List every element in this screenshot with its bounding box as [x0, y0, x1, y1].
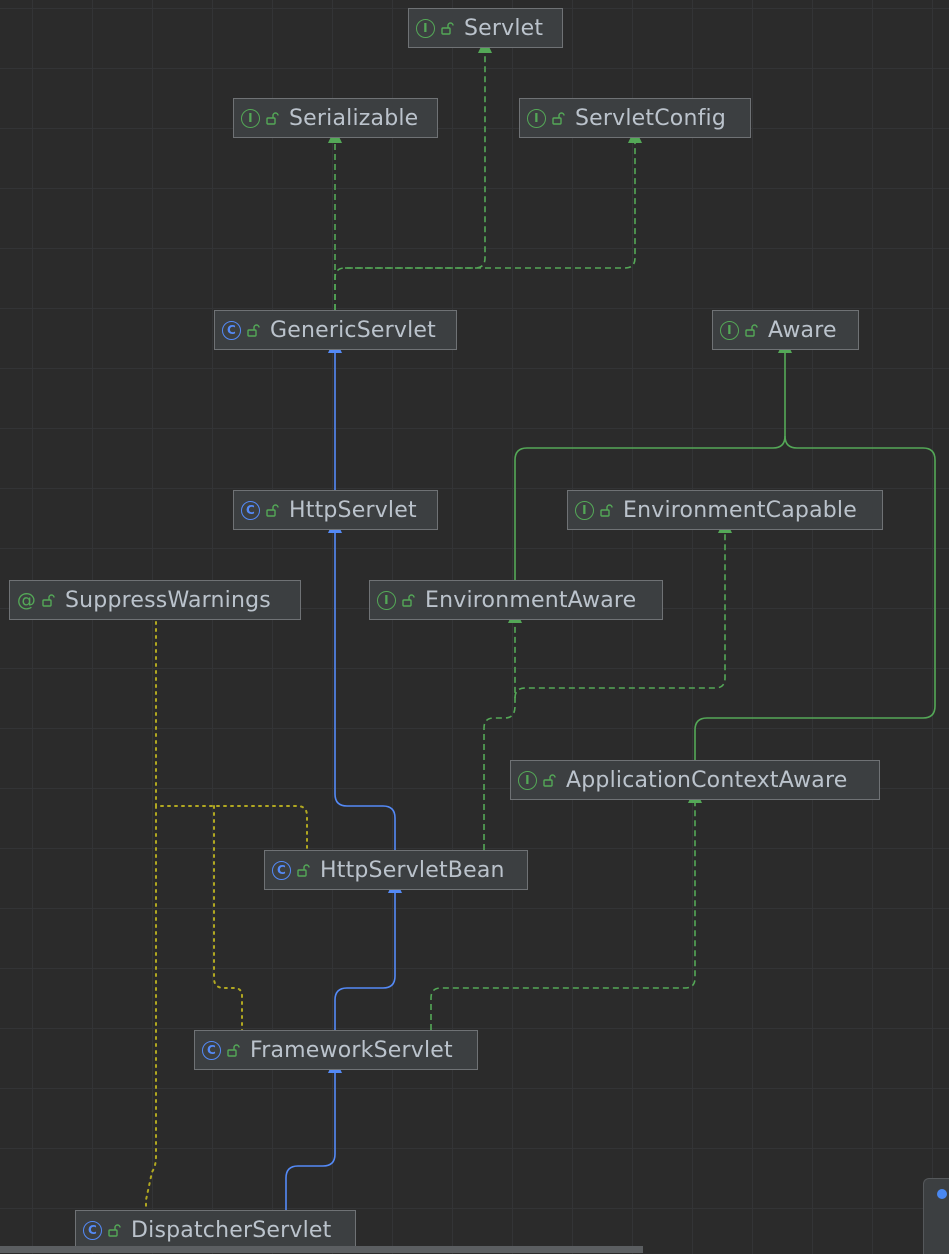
- public-lock-icon: [247, 323, 260, 337]
- interface-icon: I: [377, 590, 396, 610]
- interface-icon: I: [416, 18, 435, 38]
- node-label: Servlet: [464, 15, 544, 41]
- public-lock-icon: [600, 503, 613, 517]
- public-lock-icon: [552, 111, 565, 125]
- node-label: ServletConfig: [575, 105, 727, 131]
- node-framework-servlet[interactable]: C FrameworkServlet: [194, 1030, 478, 1070]
- class-icon: C: [202, 1040, 221, 1060]
- edge-framework-servlet-application-context-aware: [430, 788, 702, 1030]
- class-icon: C: [272, 860, 291, 880]
- edge-suppress-warnings-framework-servlet: [213, 805, 243, 1031]
- node-dispatcher-servlet[interactable]: C DispatcherServlet: [75, 1210, 356, 1250]
- node-http-servlet-bean[interactable]: C HttpServletBean: [264, 850, 528, 890]
- public-lock-icon: [745, 323, 758, 337]
- edge-dispatcher-servlet-framework-servlet: [285, 1058, 342, 1210]
- node-servlet[interactable]: I Servlet: [408, 8, 563, 48]
- public-lock-icon: [441, 21, 454, 35]
- interface-icon: I: [575, 500, 594, 520]
- edge-framework-servlet-http-servlet-bean: [334, 878, 402, 1030]
- node-aware[interactable]: I Aware: [712, 310, 859, 350]
- public-lock-icon: [227, 1043, 240, 1057]
- node-label: HttpServletBean: [320, 857, 505, 883]
- horizontal-scrollbar[interactable]: [0, 1246, 643, 1253]
- public-lock-icon: [266, 503, 279, 517]
- public-lock-icon: [108, 1223, 121, 1237]
- node-label: ApplicationContextAware: [566, 767, 848, 793]
- node-label: FrameworkServlet: [250, 1037, 453, 1063]
- node-serializable[interactable]: I Serializable: [233, 98, 438, 138]
- node-label: Serializable: [289, 105, 419, 131]
- edge-suppress-warnings-http-servlet-bean: [155, 621, 308, 851]
- interface-icon: I: [527, 108, 546, 128]
- edge-generic-servlet-servlet-config: [345, 128, 642, 269]
- node-label: HttpServlet: [289, 497, 417, 523]
- class-icon: C: [83, 1220, 102, 1240]
- info-popup-widget[interactable]: [923, 1178, 949, 1254]
- node-suppress-warnings[interactable]: @ SuppressWarnings: [9, 580, 301, 620]
- annotation-icon: @: [16, 589, 37, 611]
- node-http-servlet[interactable]: C HttpServlet: [233, 490, 438, 530]
- interface-icon: I: [518, 770, 537, 790]
- class-icon: C: [222, 320, 241, 340]
- interface-icon: I: [241, 108, 260, 128]
- public-lock-icon: [266, 111, 279, 125]
- node-label: GenericServlet: [270, 317, 436, 343]
- public-lock-icon: [42, 593, 55, 607]
- edge-http-servlet-bean-environment-aware: [483, 608, 522, 850]
- public-lock-icon: [402, 593, 415, 607]
- interface-icon: I: [720, 320, 739, 340]
- node-label: EnvironmentCapable: [623, 497, 857, 523]
- edge-environment-aware-aware: [514, 338, 792, 580]
- node-environment-capable[interactable]: I EnvironmentCapable: [567, 490, 883, 530]
- edge-generic-servlet-servlet: [334, 38, 492, 310]
- node-label: EnvironmentAware: [425, 587, 637, 613]
- node-label: Aware: [768, 317, 837, 343]
- class-icon: C: [241, 500, 260, 520]
- info-icon[interactable]: [937, 1189, 947, 1199]
- public-lock-icon: [297, 863, 310, 877]
- public-lock-icon: [543, 773, 556, 787]
- edge-application-context-aware-aware: [694, 435, 936, 760]
- edge-http-servlet-bean-http-servlet: [328, 518, 396, 850]
- node-generic-servlet[interactable]: C GenericServlet: [214, 310, 457, 350]
- edge-suppress-warnings-dispatcher-servlet: [145, 805, 157, 1211]
- edge-http-servlet-bean-environment-capable: [514, 518, 732, 699]
- node-environment-aware[interactable]: I EnvironmentAware: [369, 580, 663, 620]
- node-label: DispatcherServlet: [131, 1217, 332, 1243]
- node-servlet-config[interactable]: I ServletConfig: [519, 98, 751, 138]
- node-application-context-aware[interactable]: I ApplicationContextAware: [510, 760, 880, 800]
- node-label: SuppressWarnings: [65, 587, 271, 613]
